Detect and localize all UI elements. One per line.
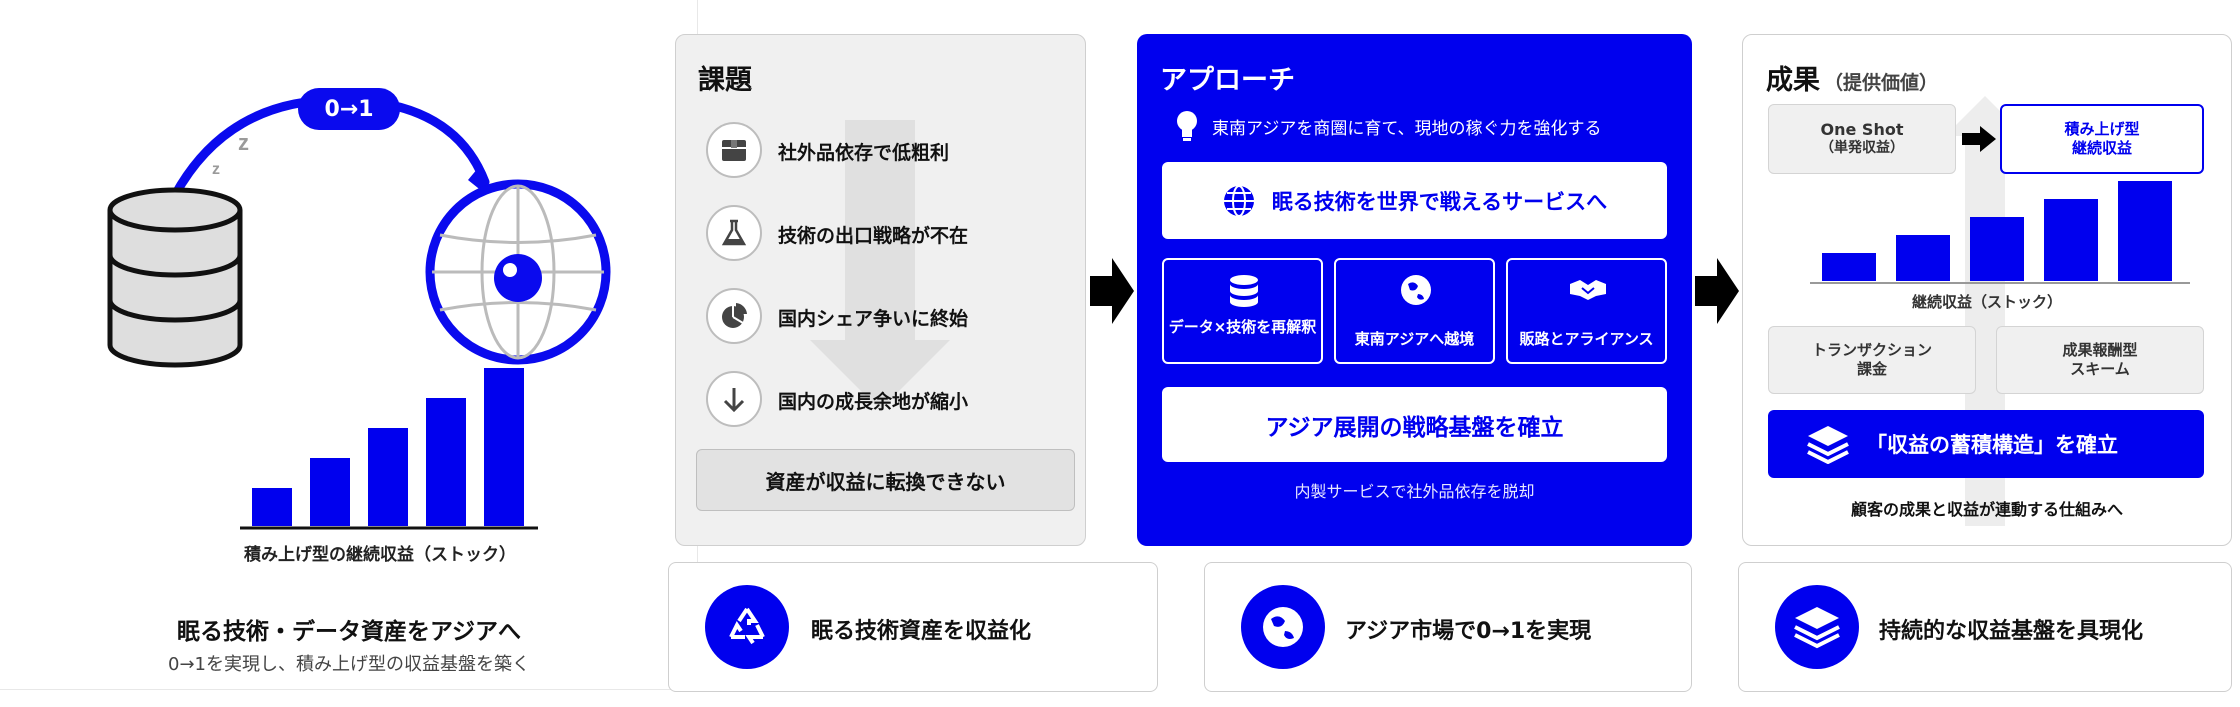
- globe-asia-icon: [1401, 275, 1431, 305]
- lightbulb-icon: [1177, 111, 1197, 141]
- bar: [1896, 235, 1950, 281]
- summary-card: アジア市場で0→1を実現: [1204, 562, 1692, 692]
- database-icon: [107, 187, 243, 368]
- zero-to-one-pill: 0→1: [298, 88, 400, 130]
- result-chart-label: 継続収益（ストック）: [1911, 293, 2062, 311]
- summary-card: 持続的な収益基盤を具現化: [1738, 562, 2232, 692]
- sleep-z-large: z: [238, 130, 249, 155]
- transaction-line1: トランザクション: [1811, 341, 1932, 360]
- performance-fee-box: 成果報酬型スキーム: [1996, 326, 2204, 394]
- globe-icon: [1223, 184, 1254, 217]
- problem-item-label: 国内の成長余地が縮小: [778, 391, 969, 413]
- one-shot-line1: One Shot: [1820, 120, 1904, 140]
- accumulation-line2: 継続収益: [2071, 139, 2132, 157]
- approach-headline: 眠る技術を世界で戦えるサービスへ: [1271, 189, 1608, 214]
- flow-arrow: [1090, 258, 1134, 324]
- layers-icon: [1775, 585, 1859, 669]
- result-title-main: 成果: [1766, 65, 1820, 96]
- bar: [310, 458, 350, 526]
- problem-conclusion: 資産が収益に転換できない: [696, 449, 1075, 511]
- pie-chart-icon: [706, 288, 762, 344]
- result-footnote: 顧客の成果と収益が連動する仕組みへ: [1850, 500, 2123, 519]
- result-bars: [1822, 181, 2172, 281]
- box-icon: [706, 122, 762, 178]
- result-bar-chart: [1810, 181, 2190, 284]
- bar: [426, 398, 466, 526]
- result-title: 成果（提供価値）: [1766, 58, 1938, 97]
- performance-fee-line1: 成果報酬型: [2062, 341, 2138, 360]
- accumulation-box: 積み上げ型継続収益: [2000, 104, 2204, 174]
- sleep-z-small: z: [212, 161, 220, 178]
- hero-illustration: z z: [107, 95, 611, 530]
- approach-footnote: 内製サービスで社外品依存を脱却: [1294, 482, 1535, 501]
- bar: [252, 488, 292, 526]
- one-shot-box: One Shot（単発収益）: [1768, 104, 1956, 174]
- hero-subtitle: 0→1を実現し、積み上げ型の収益基盤を築く: [168, 654, 530, 675]
- globe-icon: [425, 179, 611, 365]
- summary-card: 眠る技術資産を収益化: [668, 562, 1158, 692]
- approach-tile-label: 販路とアライアンス: [1519, 330, 1654, 348]
- revenue-structure-banner: 「収益の蓄積構造」を確立: [1768, 410, 2204, 478]
- bar: [2118, 181, 2172, 281]
- recycle-icon: [705, 585, 789, 669]
- revenue-structure-label: 「収益の蓄積構造」を確立: [1866, 433, 2118, 457]
- approach-headline-box: 眠る技術を世界で戦えるサービスへ: [1162, 162, 1667, 239]
- background-down-arrow: [810, 120, 950, 410]
- approach-title: アプローチ: [1160, 65, 1295, 96]
- problem-item-label: 国内シェア争いに終始: [778, 308, 969, 330]
- one-shot-line2: （単発収益）: [1820, 140, 1904, 157]
- performance-fee-line2: スキーム: [2070, 360, 2130, 378]
- accumulation-line1: 積み上げ型: [2064, 120, 2140, 139]
- bar: [368, 428, 408, 526]
- summary-label: 持続的な収益基盤を具現化: [1879, 619, 2144, 644]
- hero-bars: [252, 368, 524, 526]
- summary-label: アジア市場で0→1を実現: [1345, 619, 1592, 644]
- right-arrow-icon: [1962, 126, 1996, 152]
- transaction-line2: 課金: [1856, 360, 1887, 378]
- problem-title: 課題: [698, 65, 752, 96]
- problem-item-label: 技術の出口戦略が不在: [778, 225, 969, 247]
- handshake-icon: [1570, 280, 1606, 300]
- approach-tile: 東南アジアへ越境: [1334, 258, 1495, 364]
- flask-icon: [706, 205, 762, 261]
- approach-tile: 販路とアライアンス: [1506, 258, 1667, 364]
- hero-chart-label: 積み上げ型の継続収益（ストック）: [244, 545, 516, 565]
- bar: [2044, 199, 2098, 281]
- globe-icon: [1241, 585, 1325, 669]
- layers-icon: [1807, 426, 1849, 464]
- approach-strategy: アジア展開の戦略基盤を確立: [1162, 387, 1667, 462]
- result-title-sub: （提供価値）: [1824, 72, 1939, 94]
- bar: [484, 368, 524, 526]
- database-icon: [1230, 275, 1258, 307]
- approach-tile-label: データ×技術を再解釈: [1168, 318, 1317, 336]
- bar: [1970, 217, 2024, 281]
- hero-title: 眠る技術・データ資産をアジアへ: [176, 619, 522, 645]
- arrow-down-icon: [706, 371, 762, 427]
- bar: [1822, 253, 1876, 281]
- summary-label: 眠る技術資産を収益化: [811, 619, 1032, 644]
- flow-arrow: [1695, 258, 1739, 324]
- approach-tile-label: 東南アジアへ越境: [1354, 330, 1475, 348]
- problem-item-label: 社外品依存で低粗利: [778, 142, 950, 164]
- approach-tagline: 東南アジアを商圏に育て、現地の稼ぐ力を強化する: [1212, 119, 1602, 139]
- approach-tile: データ×技術を再解釈: [1162, 258, 1323, 364]
- transaction-box: トランザクション課金: [1768, 326, 1976, 394]
